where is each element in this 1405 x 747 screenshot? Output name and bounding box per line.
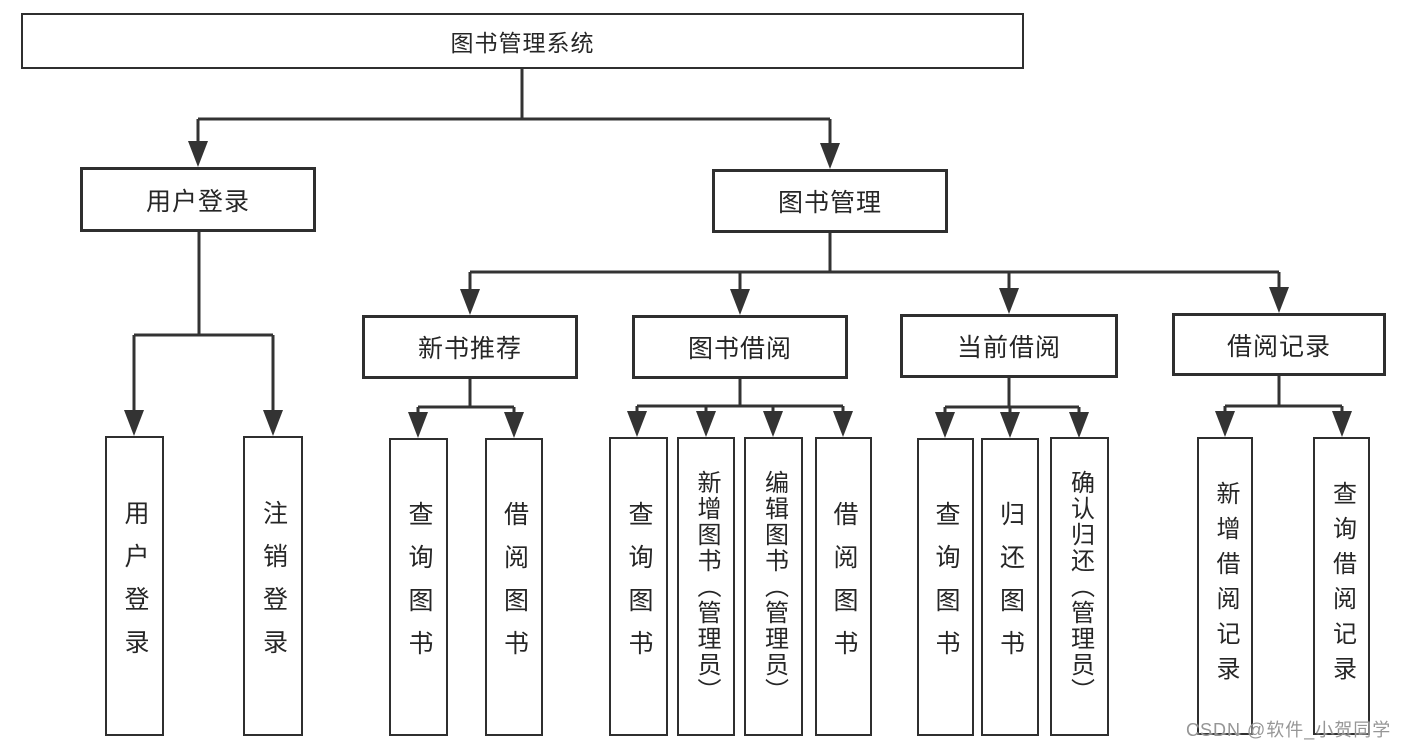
- leaf-label: 用户登录: [121, 500, 149, 672]
- node-label: 图书管理系统: [450, 30, 595, 56]
- leaf-logout: 注销登录: [243, 436, 303, 736]
- leaf-add-books-admin: 新增图书（管理员）: [677, 437, 735, 736]
- node-label: 图书管理: [777, 189, 882, 217]
- leaf-query-books: 查询图书: [609, 437, 668, 736]
- leaf-label: 借阅图书: [830, 500, 858, 673]
- node-book-borrow: 图书借阅: [632, 315, 848, 379]
- leaf-edit-books-admin: 编辑图书（管理员）: [744, 437, 803, 736]
- leaf-user-login: 用户登录: [105, 436, 164, 736]
- leaf-query-books: 查询图书: [389, 438, 448, 736]
- node-new-book-recommend: 新书推荐: [362, 315, 578, 379]
- leaf-label: 归还图书: [996, 501, 1025, 673]
- leaf-label: 查询图书: [932, 501, 960, 673]
- leaf-return-books: 归还图书: [981, 438, 1039, 736]
- leaf-label: 查询图书: [405, 501, 433, 673]
- node-user-login: 用户登录: [80, 167, 316, 232]
- node-label: 用户登录: [145, 187, 250, 216]
- leaf-label: 新增图书（管理员）: [693, 469, 720, 704]
- leaf-label: 注销登录: [259, 500, 288, 672]
- leaf-label: 借阅图书: [500, 501, 529, 673]
- leaf-borrow-books: 借阅图书: [815, 437, 872, 736]
- leaf-confirm-return-admin: 确认归还（管理员）: [1050, 437, 1109, 736]
- leaf-borrow-books: 借阅图书: [485, 438, 543, 736]
- leaf-label: 编辑图书（管理员）: [760, 469, 788, 704]
- leaf-query-books: 查询图书: [917, 438, 974, 736]
- leaf-label: 查询图书: [625, 500, 653, 673]
- leaf-add-borrow-record: 新增借阅记录: [1197, 437, 1253, 735]
- leaf-query-borrow-record: 查询借阅记录: [1313, 437, 1370, 735]
- node-label: 图书借阅: [687, 335, 792, 363]
- csdn-watermark: CSDN @软件_小贺同学: [1186, 720, 1392, 740]
- node-current-borrow: 当前借阅: [900, 314, 1118, 378]
- node-library-management-system: 图书管理系统: [21, 13, 1024, 69]
- node-label: 新书推荐: [417, 335, 522, 363]
- leaf-label: 新增借阅记录: [1212, 481, 1239, 691]
- node-label: 借阅记录: [1226, 332, 1331, 361]
- node-label: 当前借阅: [956, 334, 1061, 362]
- leaf-label: 查询借阅记录: [1328, 481, 1356, 691]
- leaf-label: 确认归还（管理员）: [1066, 469, 1094, 704]
- node-book-management: 图书管理: [712, 169, 948, 233]
- node-borrow-records: 借阅记录: [1172, 313, 1386, 376]
